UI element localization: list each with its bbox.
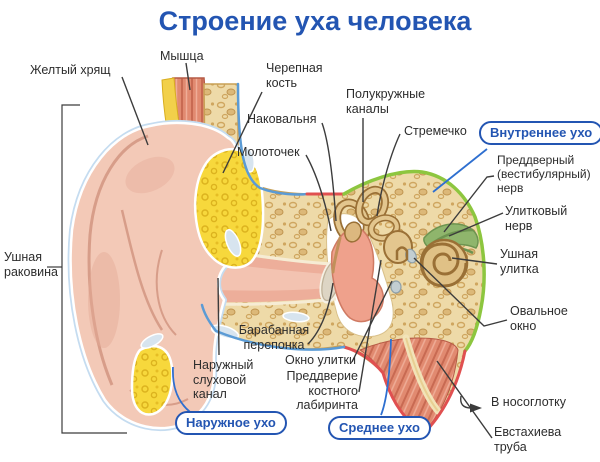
badge-inner-ear: Внутреннее ухо — [479, 121, 600, 145]
label-eustachian-tube: Евстахиева труба — [494, 425, 562, 454]
line-oknoulitki — [351, 280, 393, 363]
label-incus: Наковальня — [247, 112, 317, 126]
outer-ear-outline-blue — [236, 82, 309, 196]
badge-outer-ear: Наружное ухо — [175, 411, 287, 435]
line-stremechko — [376, 133, 401, 217]
ossicles — [330, 221, 409, 323]
label-cochlear-nerve: Улитковый нерв — [505, 204, 568, 233]
arrowhead-nosoglotka — [470, 403, 482, 413]
bracket-rakovina — [61, 104, 127, 434]
cochlea — [419, 238, 469, 288]
line-preddverny — [443, 175, 495, 233]
label-auricle: Ушная раковина — [4, 250, 58, 279]
tail-srednee — [380, 338, 392, 416]
line-molotochek — [305, 154, 332, 232]
line-zheltyj — [121, 76, 149, 146]
label-external-auditory-canal: Наружный слуховой канал — [193, 358, 254, 401]
arrow-nosoglotka — [460, 395, 472, 409]
label-stapes: Стремечко — [404, 124, 467, 138]
inner-ear-outline-green — [342, 169, 486, 353]
line-ushulitka — [451, 257, 498, 265]
line-naruzhny — [217, 277, 220, 356]
label-cranial-bone: Черепная кость — [266, 61, 323, 90]
line-ulitkovy — [448, 212, 504, 237]
diagram-title: Строение уха человека — [158, 6, 472, 36]
line-myshtsa — [185, 62, 191, 91]
yellow-cartilage — [130, 147, 310, 416]
label-vestibule-bony-labyrinth: Преддверие костного лабиринта — [286, 369, 358, 412]
tail-naruzhnoe — [172, 366, 191, 413]
label-yellow-cartilage: Желтый хрящ — [30, 63, 111, 77]
tail-vnutrennee — [432, 148, 488, 193]
incus — [344, 221, 362, 243]
line-preddverie — [358, 259, 382, 393]
line-nakovalnya — [321, 122, 337, 222]
label-cochlea: Ушная улитка — [500, 247, 539, 276]
badge-middle-ear: Среднее ухо — [328, 416, 431, 440]
line-cherepnaya — [222, 91, 263, 174]
label-oval-window: Овальное окно — [510, 304, 568, 333]
stapes — [395, 246, 409, 260]
label-malleus: Молоточек — [237, 145, 300, 159]
outer-ear-outline-blue-bottom — [200, 303, 346, 351]
line-barabannaya — [307, 282, 334, 345]
label-eardrum: Барабанная перепонка — [238, 323, 310, 352]
eustachian-tube — [358, 334, 459, 431]
label-muscle: Мышца — [160, 49, 204, 63]
label-semicircular-canals: Полукружные каналы — [346, 87, 426, 116]
label-to-nasopharynx: В носоглотку — [491, 395, 566, 409]
line-evstakhieva — [436, 360, 493, 439]
badge-tails — [172, 148, 488, 416]
pointer-lines — [47, 62, 508, 439]
label-round-window: Окно улитки — [285, 353, 356, 367]
round-window — [390, 280, 402, 294]
line-ovalnoe — [413, 257, 508, 327]
label-vestibular-nerve: Преддверный (вестибулярный) нерв — [497, 153, 591, 195]
vestibule — [383, 230, 413, 264]
malleus — [331, 236, 342, 274]
